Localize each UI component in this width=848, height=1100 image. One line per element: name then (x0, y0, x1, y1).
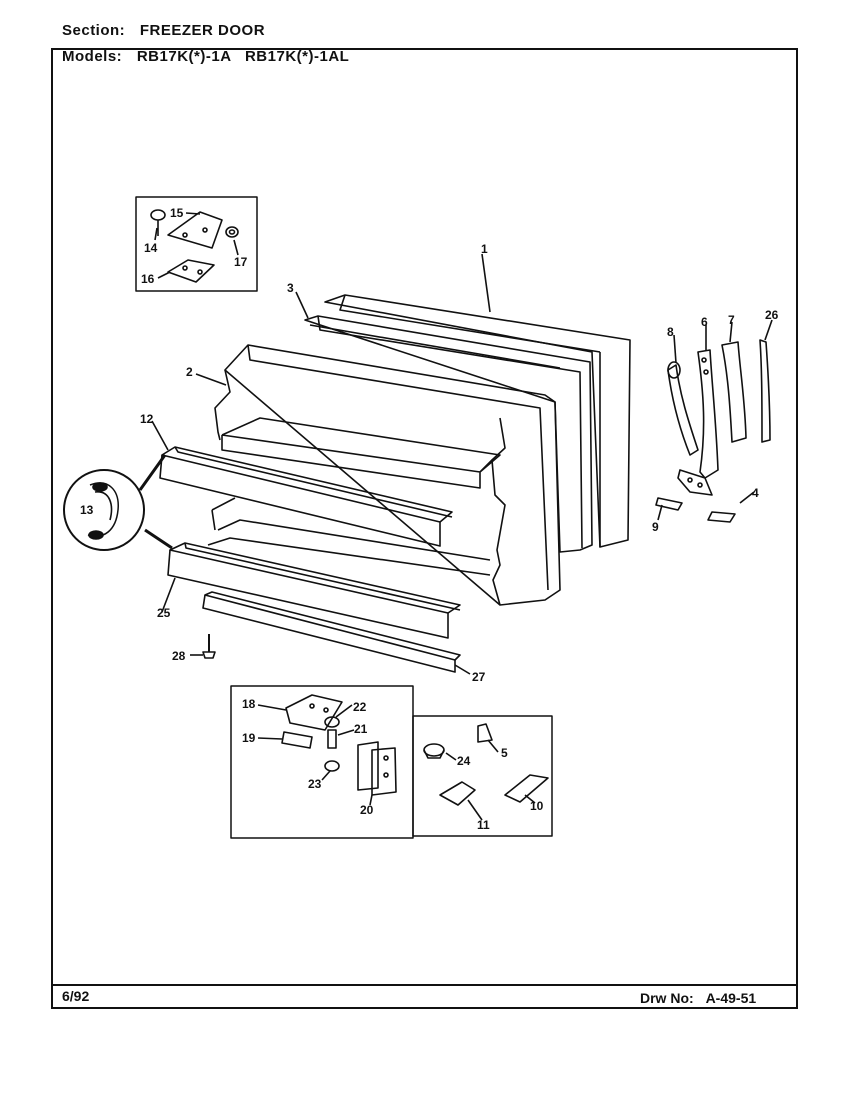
footer-divider (51, 984, 798, 986)
part-9-spacer (655, 497, 683, 511)
callout-20: 20 (360, 803, 374, 817)
part-14-cap (150, 209, 166, 221)
callout-5: 5 (501, 746, 508, 760)
part-25-bottom-rail (169, 542, 461, 614)
callout-18: 18 (242, 697, 256, 711)
callout-1: 1 (481, 242, 488, 256)
callout-24: 24 (457, 754, 471, 768)
part-7-handle-cover (721, 341, 747, 443)
drawing-label: Drw No: (640, 990, 694, 1006)
part-28-screw (202, 651, 216, 659)
callout-27: 27 (472, 670, 486, 684)
part-15-hinge-plate (167, 211, 223, 249)
models-value: RB17K(*)-1A RB17K(*)-1AL (136, 48, 350, 65)
section-value: FREEZER DOOR (139, 22, 266, 39)
section-header: Section: FREEZER DOOR (62, 22, 265, 39)
callout-22: 22 (353, 700, 367, 714)
small-parts-inset-box (412, 715, 553, 837)
part-23-washer (324, 760, 340, 772)
bottom-hinge-inset-box (230, 685, 414, 839)
callout-12: 12 (140, 412, 154, 426)
callout-19: 19 (242, 731, 256, 745)
models-header: Models: RB17K(*)-1A RB17K(*)-1AL (62, 48, 349, 65)
callout-14: 14 (144, 241, 158, 255)
part-18-hinge (285, 694, 343, 731)
part-2-door-liner (224, 344, 561, 606)
part-24-plug (423, 743, 445, 757)
section-label: Section: (62, 22, 126, 39)
footer-drawing-number: Drw No: A-49-51 (640, 990, 756, 1006)
callout-26: 26 (765, 308, 779, 322)
callout-21: 21 (354, 722, 368, 736)
callout-3: 3 (287, 281, 294, 295)
part-16-hinge-plate (167, 259, 215, 283)
part-8-handle-end (667, 361, 681, 379)
callout-10: 10 (530, 799, 544, 813)
models-label: Models: (62, 48, 123, 65)
callout-2: 2 (186, 365, 193, 379)
part-11-bracket (439, 781, 476, 806)
part-6-handle-bracket (697, 349, 719, 479)
part-10-bracket (504, 774, 549, 803)
part-8-handle (667, 364, 699, 456)
callout-4: 4 (752, 486, 759, 500)
part-21-pin (327, 729, 337, 749)
part-22-washer (324, 716, 340, 728)
part-19-shim (281, 731, 313, 749)
part-27-trim-strip (204, 591, 461, 661)
part-4-plug (707, 511, 736, 523)
callout-15: 15 (170, 206, 184, 220)
part-13-detail-circle (63, 469, 145, 551)
callout-11: 11 (477, 818, 490, 832)
callout-16: 16 (141, 272, 155, 286)
top-hinge-inset-box (135, 196, 258, 292)
part-17-washer (225, 226, 239, 238)
callout-7: 7 (728, 313, 735, 327)
part-12-upper-rail (161, 446, 453, 523)
footer-date: 6/92 (62, 988, 90, 1004)
callout-9: 9 (652, 520, 659, 534)
callout-17: 17 (234, 255, 248, 269)
callout-13: 13 (80, 503, 94, 517)
drawing-frame (51, 48, 798, 1009)
drawing-number: A-49-51 (705, 990, 757, 1006)
callout-8: 8 (667, 325, 674, 339)
part-5-stud (477, 723, 493, 743)
callout-28: 28 (172, 649, 186, 663)
part-26-strip (759, 339, 771, 443)
callout-23: 23 (308, 777, 322, 791)
callout-25: 25 (157, 606, 171, 620)
part-20-hinge-plate (357, 741, 379, 791)
callout-6: 6 (701, 315, 708, 329)
